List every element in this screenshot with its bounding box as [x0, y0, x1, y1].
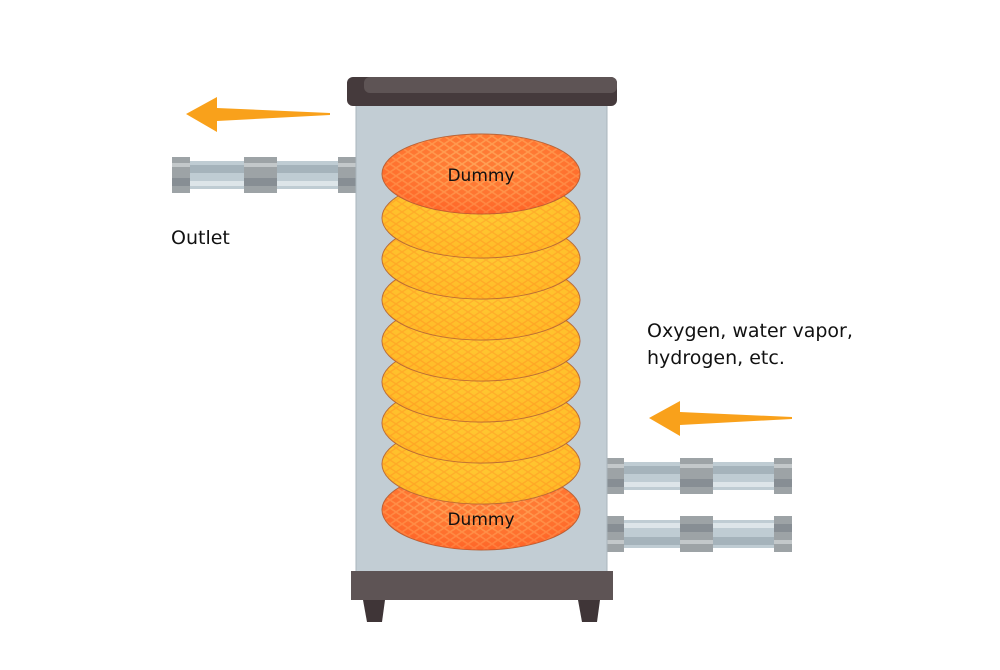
pipe-coupling — [607, 516, 624, 552]
inlet-pipe-lower — [607, 516, 792, 552]
left-leg — [363, 600, 385, 622]
outlet-pipe — [172, 157, 356, 193]
disc-stack — [381, 133, 581, 551]
inlet-label-line2: hydrogen, etc. — [647, 347, 785, 369]
tank-lid — [347, 77, 617, 106]
pipes — [172, 157, 792, 552]
dummy-top-label: Dummy — [447, 166, 514, 186]
outlet-arrow-icon — [186, 97, 330, 132]
inlet-arrow-icon — [649, 401, 792, 436]
pipe-coupling — [172, 157, 190, 193]
dummy-bottom-label: Dummy — [447, 510, 514, 530]
dummy-wafer-disc — [381, 133, 581, 215]
inlet-label-line1: Oxygen, water vapor, — [647, 320, 853, 342]
pipe-coupling — [680, 516, 713, 552]
pipe-coupling — [244, 157, 277, 193]
pipe-coupling — [774, 458, 792, 494]
pipe-coupling — [338, 157, 356, 193]
outlet-label: Outlet — [171, 227, 230, 249]
right-leg — [578, 600, 600, 622]
tank-base — [351, 571, 613, 622]
pipe-coupling — [680, 458, 713, 494]
pipe-coupling — [607, 458, 624, 494]
pipe-coupling — [774, 516, 792, 552]
inlet-pipe-upper — [607, 458, 792, 494]
